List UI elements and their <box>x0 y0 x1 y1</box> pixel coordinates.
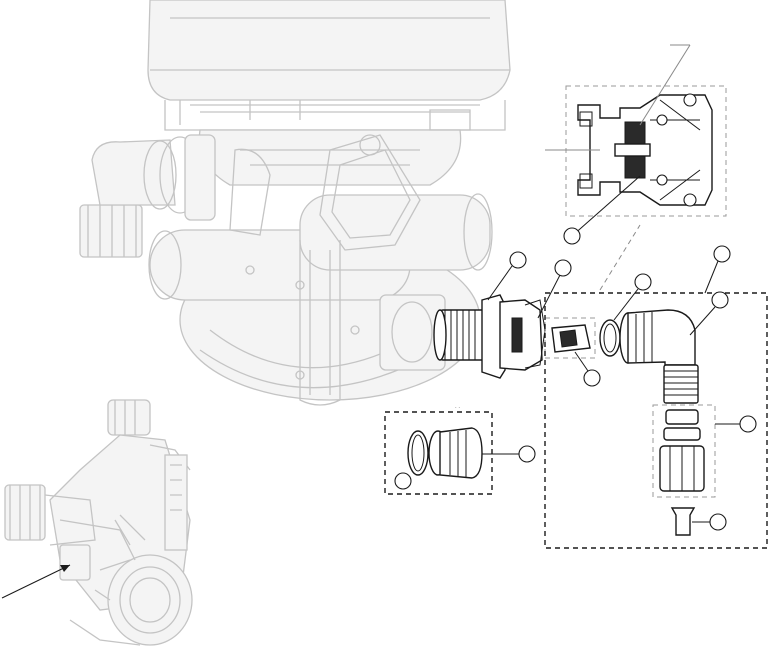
insert-sleeve <box>670 507 696 536</box>
nut-kit-box <box>652 404 716 498</box>
ghosted-valve-inset <box>4 399 193 646</box>
o-ring <box>599 319 621 357</box>
cartridge-cross-section <box>577 93 713 207</box>
elbow-fitting <box>619 309 699 404</box>
seal-kit-box <box>384 411 493 495</box>
leader-line-4 <box>487 265 513 301</box>
leader-line-6 <box>574 351 589 372</box>
callout-circle <box>518 445 536 463</box>
seal-kit-small-label: . . <box>455 404 460 410</box>
leader-line-1 <box>639 44 691 126</box>
seal-kit-parts <box>407 427 483 479</box>
small-insert <box>551 324 591 353</box>
callout-circle <box>634 273 652 291</box>
leader-line-8 <box>704 260 719 294</box>
leader-line-9 <box>689 306 716 336</box>
callout-circle <box>739 415 757 433</box>
inset-pointer-line <box>1 564 71 599</box>
callout-circle <box>563 227 581 245</box>
callout-circle <box>713 245 731 263</box>
compression-nut <box>659 409 705 492</box>
callout-circle <box>394 472 412 490</box>
callout-circle <box>709 513 727 531</box>
callout-circle <box>509 251 527 269</box>
callout-circle <box>554 259 572 277</box>
ghosted-valve-body <box>79 0 511 406</box>
leader-line-5 <box>537 274 561 319</box>
leader-line-3 <box>571 175 641 237</box>
inset-pointer-arrowhead <box>60 565 70 572</box>
callout-circle <box>583 369 601 387</box>
leader-line-7 <box>613 288 639 321</box>
elbow-kit-box <box>544 292 768 549</box>
threaded-adapter <box>433 294 546 379</box>
projection-line <box>599 224 641 291</box>
callout-circle <box>711 291 729 309</box>
detail-inset-box <box>565 85 727 217</box>
